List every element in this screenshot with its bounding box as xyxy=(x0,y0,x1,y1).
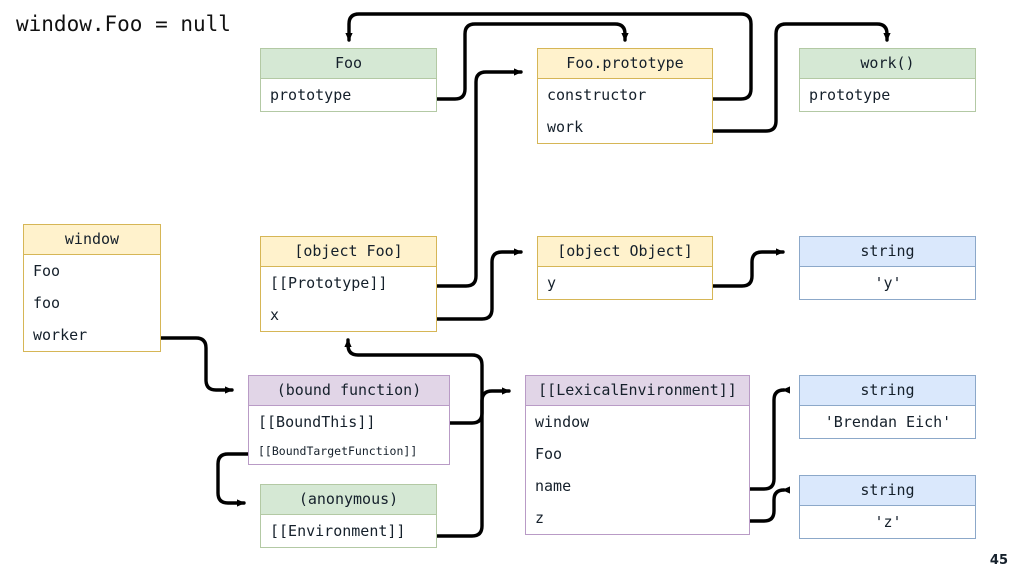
node-object-foo-row-x[interactable]: x xyxy=(270,306,280,324)
node-lexical-environment-row-window[interactable]: window xyxy=(535,413,590,431)
node-string-y-value: 'y' xyxy=(874,274,902,292)
node-foo-prototype[interactable]: Foo.prototype constructor work xyxy=(537,48,713,144)
node-anonymous-row-environment[interactable]: [[Environment]] xyxy=(270,522,406,540)
node-work-row-prototype[interactable]: prototype xyxy=(809,86,891,104)
node-lexical-environment-title: [[LexicalEnvironment]] xyxy=(526,376,749,406)
node-string-brendan-value: 'Brendan Eich' xyxy=(824,413,952,431)
node-anonymous-title: (anonymous) xyxy=(261,485,436,515)
node-string-y[interactable]: string 'y' xyxy=(799,236,976,300)
node-string-z-title: string xyxy=(800,476,975,506)
node-window-row-Foo[interactable]: Foo xyxy=(33,262,61,280)
node-work-title: work() xyxy=(800,49,975,79)
edge-boundtarget-to-anonymous xyxy=(216,452,250,507)
node-foo-title: Foo xyxy=(261,49,436,79)
node-work[interactable]: work() prototype xyxy=(799,48,976,112)
node-bound-function-row-boundthis[interactable]: [[BoundThis]] xyxy=(258,413,376,431)
node-window-row-foo[interactable]: foo xyxy=(33,294,61,312)
node-string-z[interactable]: string 'z' xyxy=(799,475,976,539)
node-foo[interactable]: Foo prototype xyxy=(260,48,437,112)
edge-objfoo-x-to-objobject xyxy=(435,248,523,321)
node-object-object-row-y[interactable]: y xyxy=(547,274,557,292)
node-bound-function[interactable]: (bound function) [[BoundThis]] [[BoundTa… xyxy=(248,375,450,465)
node-window-row-worker[interactable]: worker xyxy=(33,326,88,344)
edge-lexenv-z-to-stringz xyxy=(748,486,791,523)
node-lexical-environment-row-name[interactable]: name xyxy=(535,477,572,495)
node-foo-row-prototype[interactable]: prototype xyxy=(270,86,352,104)
node-string-y-title: string xyxy=(800,237,975,267)
node-foo-prototype-row-constructor[interactable]: constructor xyxy=(547,86,647,104)
page-title: window.Foo = null xyxy=(16,12,231,36)
node-object-foo-title: [object Foo] xyxy=(261,237,436,267)
node-object-foo-row-prototype[interactable]: [[Prototype]] xyxy=(270,274,388,292)
node-lexical-environment-row-Foo[interactable]: Foo xyxy=(535,445,563,463)
node-bound-function-row-boundtargetfunction[interactable]: [[BoundTargetFunction]] xyxy=(258,444,418,458)
edge-window-worker-to-bound xyxy=(159,336,234,394)
node-bound-function-title: (bound function) xyxy=(249,376,449,406)
node-anonymous[interactable]: (anonymous) [[Environment]] xyxy=(260,484,437,548)
edge-objfoo-prototype-to-fooproto xyxy=(435,68,523,288)
node-object-foo[interactable]: [object Foo] [[Prototype]] x xyxy=(260,236,437,332)
node-string-z-value: 'z' xyxy=(874,513,902,531)
node-string-brendan-title: string xyxy=(800,376,975,406)
node-window-title: window xyxy=(24,225,160,255)
edge-objobject-y-to-stringy xyxy=(711,248,785,288)
node-string-brendan[interactable]: string 'Brendan Eich' xyxy=(799,375,976,439)
node-foo-prototype-title: Foo.prototype xyxy=(538,49,712,79)
node-object-object[interactable]: [object Object] y xyxy=(537,236,713,300)
page-number: 45 xyxy=(989,553,1008,568)
node-lexical-environment[interactable]: [[LexicalEnvironment]] window Foo name z xyxy=(525,375,750,535)
node-foo-prototype-row-work[interactable]: work xyxy=(547,118,584,136)
edge-lexenv-name-to-brendan xyxy=(748,386,791,491)
node-lexical-environment-row-z[interactable]: z xyxy=(535,509,545,527)
node-window[interactable]: window Foo foo worker xyxy=(23,224,161,352)
node-object-object-title: [object Object] xyxy=(538,237,712,267)
